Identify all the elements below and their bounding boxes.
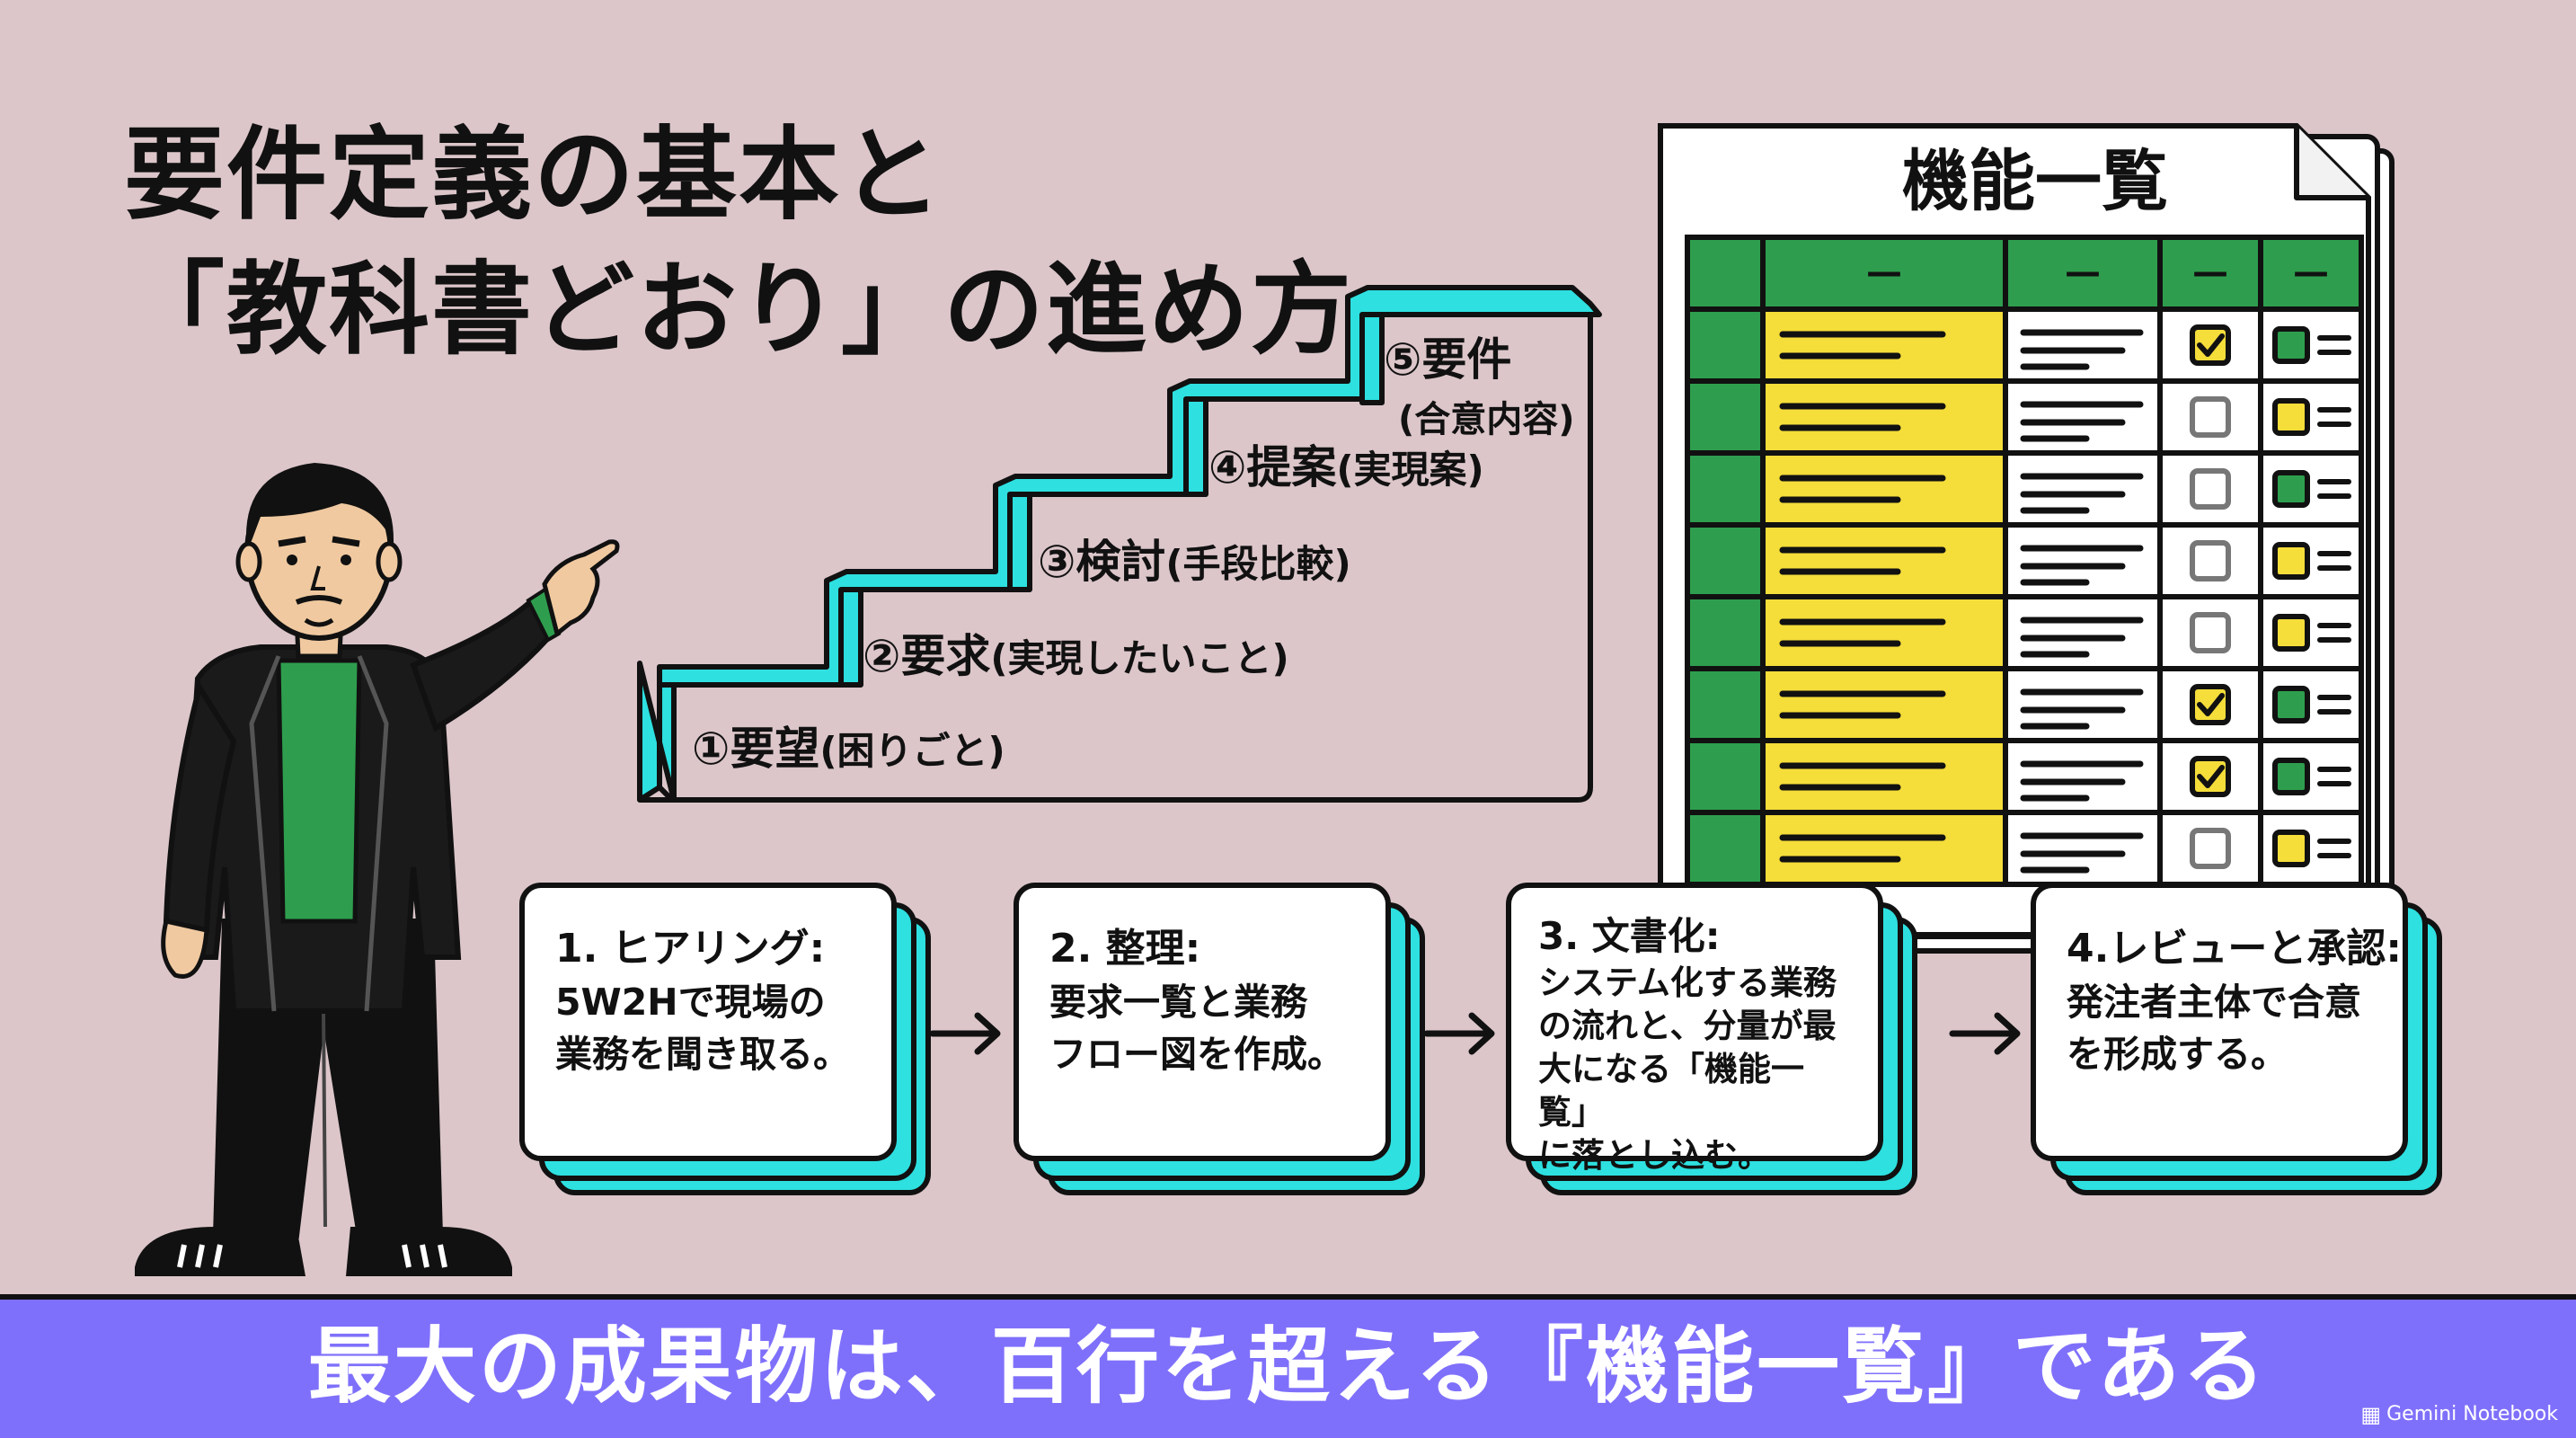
process-step-2-title: 2. 整理: (1049, 926, 1201, 972)
stair-step-4: ④提案(実現案) (1208, 431, 1484, 496)
checkbox-empty-icon (2190, 828, 2231, 869)
table-header-label: — (1866, 252, 1902, 293)
status-square-icon (2272, 470, 2310, 508)
feature-list-title: 機能一覧 (1902, 143, 2168, 220)
table-header-label: — (2192, 252, 2228, 293)
checkbox-empty-icon (2190, 540, 2231, 581)
checkbox-empty-icon (2190, 612, 2231, 653)
process-step-1-title: 1. ヒアリング: (555, 926, 826, 972)
status-square-icon (2272, 398, 2310, 436)
stair-step-5: ⑤要件 (合意内容) (1384, 324, 1575, 442)
status-square-icon (2272, 542, 2310, 580)
checkbox-empty-icon (2190, 468, 2231, 510)
checkbox-empty-icon (2190, 396, 2231, 438)
stair-step-1-label: ①要望 (692, 723, 820, 775)
stair-step-4-label: ④提案 (1208, 441, 1337, 493)
feature-list-document: — — — — (1658, 123, 2395, 954)
stair-step-1-sub: (困りごと) (819, 729, 1005, 773)
notebook-icon: ▦ (2360, 1401, 2382, 1427)
stair-step-2: ②要求(実現したいこと) (863, 620, 1289, 685)
table-header-cell (1685, 235, 1766, 312)
stair-step-4-sub: (実現案) (1336, 448, 1484, 492)
page-title: 要件定義の基本と 「教科書どおり」の進め方 (124, 108, 1353, 377)
table-header-label: — (2065, 252, 2101, 293)
presenter-illustration (135, 463, 620, 1276)
stair-step-2-label: ②要求 (863, 630, 991, 682)
arrow-right-icon (929, 1012, 1001, 1055)
stair-step-1: ①要望(困りごと) (692, 713, 1005, 777)
status-square-icon (2272, 758, 2310, 795)
title-line-1: 要件定義の基本と (124, 117, 943, 234)
process-step-1-body: 5W2Hで現場の 業務を聞き取る。 (555, 981, 850, 1076)
stair-step-3: ③検討(手段比較) (1038, 526, 1351, 590)
process-step-4: 4.レビューと承認: 発注者主体で合意 を形成する。 (2031, 883, 2442, 1195)
bottom-banner (0, 1294, 2576, 1438)
process-step-4-body: 発注者主体で合意 を形成する。 (2067, 981, 2361, 1076)
arrow-right-icon (1949, 1012, 2021, 1055)
arrow-right-icon (1423, 1012, 1495, 1055)
stair-step-5-label: ⑤要件 (1384, 333, 1512, 386)
process-step-2: 2. 整理: 要求一覧と業務 フロー図を作成。 (1014, 883, 1425, 1195)
stair-step-2-sub: (実現したいこと) (990, 636, 1289, 680)
table-header-cell (2258, 235, 2364, 312)
status-square-icon (2272, 830, 2310, 867)
watermark-text: Gemini Notebook (2386, 1403, 2558, 1425)
stair-step-5-sub: (合意内容) (1398, 399, 1575, 440)
table-header-label: — (2293, 252, 2329, 293)
stair-step-3-label: ③検討 (1038, 536, 1166, 588)
staircase-graphic (637, 285, 1608, 809)
table-header-cell (2157, 235, 2263, 312)
watermark: ▦ Gemini Notebook (2360, 1403, 2558, 1425)
stair-step-3-sub: (手段比較) (1165, 542, 1351, 586)
feature-table: — — — — (1685, 235, 2364, 887)
status-square-icon (2272, 614, 2310, 652)
status-square-icon (2272, 686, 2310, 723)
status-square-icon (2272, 326, 2310, 364)
process-step-2-body: 要求一覧と業務 フロー図を作成。 (1049, 981, 1344, 1076)
process-step-1: 1. ヒアリング: 5W2Hで現場の 業務を聞き取る。 (519, 883, 931, 1195)
table-header-cell (2003, 235, 2163, 312)
process-step-3-title: 3. 文書化: (1538, 914, 1721, 958)
banner-text: 最大の成果物は、百行を超える『機能一覧』である (307, 1318, 2269, 1415)
process-step-3: 3. 文書化: システム化する業務 の流れと、分量が最 大になる「機能一覧」 に… (1506, 883, 1917, 1195)
title-line-2: 「教科書どおり」の進め方 (124, 252, 1353, 368)
process-step-4-title: 4.レビューと承認: (2067, 926, 2402, 972)
process-step-3-body: システム化する業務 の流れと、分量が最 大になる「機能一覧」 に落とし込む。 (1538, 963, 1837, 1175)
